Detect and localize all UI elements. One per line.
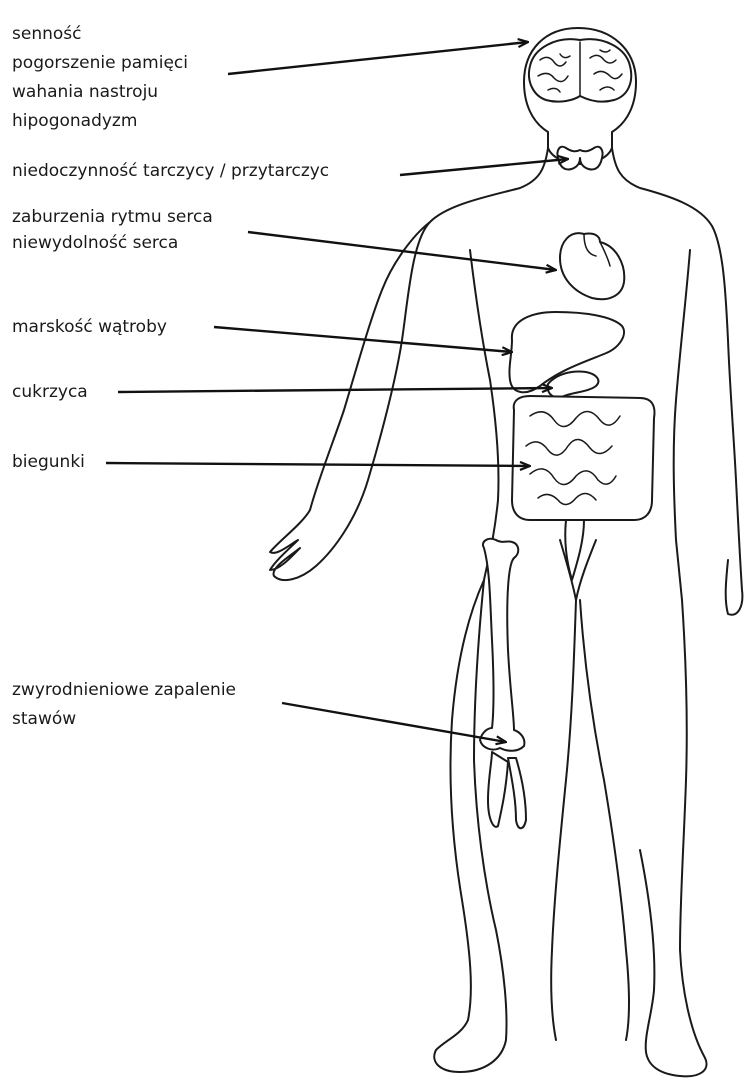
label-knee-line-2: stawów [12, 709, 236, 738]
label-brain-line-2: pogorszenie pamięci [12, 53, 188, 82]
label-pancreas-line-1: cukrzyca [12, 382, 88, 411]
arrow-intestine [106, 463, 530, 466]
label-knee: zwyrodnieniowe zapalenie stawów [12, 680, 236, 738]
label-thyroid-line-1: niedoczynność tarczycy / przytarczyc [12, 161, 329, 190]
arrow-brain [228, 42, 528, 74]
arrow-pancreas [118, 388, 552, 392]
label-brain: senność pogorszenie pamięci wahania nast… [12, 24, 188, 140]
label-brain-line-4: hipogonadyzm [12, 111, 188, 140]
label-heart-line-2: niewydolność serca [12, 233, 213, 259]
leg-bones-icon [480, 539, 526, 829]
label-pancreas: cukrzyca [12, 382, 88, 411]
label-liver: marskość wątroby [12, 317, 167, 346]
heart-icon [560, 233, 624, 299]
label-brain-line-3: wahania nastroju [12, 82, 188, 111]
label-heart-line-1: zaburzenia rytmu serca [12, 207, 213, 233]
arrow-heart [248, 232, 556, 270]
label-intestine-line-1: biegunki [12, 452, 85, 481]
brain-icon [529, 39, 631, 101]
thyroid-icon [557, 147, 602, 170]
label-liver-line-1: marskość wątroby [12, 317, 167, 346]
label-intestine: biegunki [12, 452, 85, 481]
label-brain-line-1: senność [12, 24, 188, 53]
intestine-icon [512, 396, 654, 580]
label-knee-line-1: zwyrodnieniowe zapalenie [12, 680, 236, 709]
label-heart: zaburzenia rytmu serca niewydolność serc… [12, 207, 213, 259]
arrow-knee [282, 703, 506, 742]
label-thyroid: niedoczynność tarczycy / przytarczyc [12, 161, 329, 190]
